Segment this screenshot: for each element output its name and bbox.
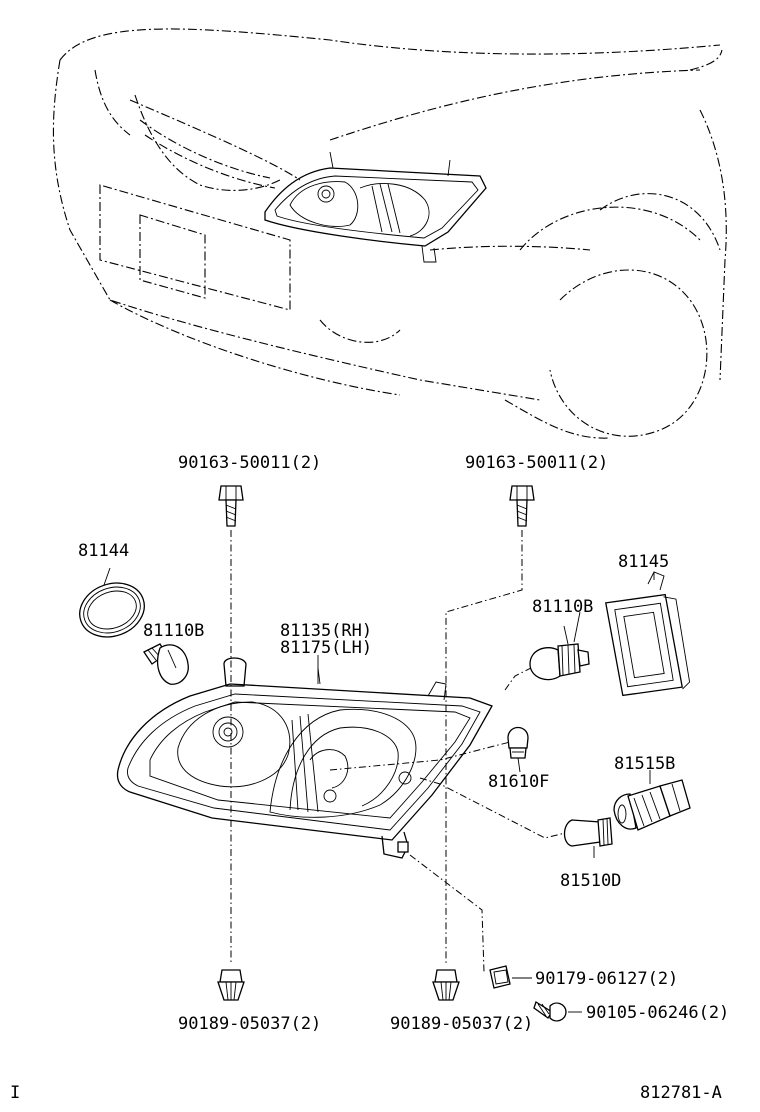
label-clip-right: 90189-05037(2) — [390, 1014, 533, 1034]
bulb-socket — [613, 770, 691, 831]
label-bulb-left: 81110B — [143, 621, 204, 641]
label-bolt-left: 90163-50011(2) — [178, 453, 321, 473]
bolt-right — [509, 485, 535, 527]
bulb-left — [143, 643, 189, 685]
clip-right — [432, 969, 460, 1001]
label-nut: 90179-06127(2) — [535, 969, 678, 989]
bulb-right — [529, 625, 590, 681]
bolt-left — [218, 485, 244, 527]
label-bolt-right: 90163-50011(2) — [465, 453, 608, 473]
label-leader-lines — [317, 572, 655, 684]
label-cover: 81145 — [618, 552, 669, 572]
label-screw: 90105-06246(2) — [586, 1003, 729, 1023]
label-lamp-lh: 81175(LH) — [280, 638, 372, 658]
part-labels: 90163-50011(2) 90163-50011(2) 81144 8111… — [10, 453, 729, 1103]
assembly-leader-lines — [230, 530, 566, 973]
headlamp-assembly — [116, 657, 493, 859]
clip-left — [217, 969, 245, 1001]
corner-mark: I — [10, 1083, 20, 1103]
label-socket: 81515B — [614, 754, 675, 774]
diagram-id: 812781-A — [640, 1083, 722, 1103]
bulb-small — [507, 726, 529, 773]
bulb-d — [563, 817, 613, 858]
label-lamp-rh: 81135(RH) — [280, 621, 372, 641]
clip-nut — [489, 965, 532, 989]
label-clip-left: 90189-05037(2) — [178, 1014, 321, 1034]
label-bulb-small: 81610F — [488, 772, 549, 792]
car-front-illustration — [52, 28, 727, 439]
label-bulb-right: 81110B — [532, 597, 593, 617]
label-ring: 81144 — [78, 541, 129, 561]
label-bulb-d: 81510D — [560, 871, 621, 891]
ring-seal — [79, 567, 145, 638]
cover-cap — [605, 571, 691, 697]
screw — [533, 1001, 582, 1022]
